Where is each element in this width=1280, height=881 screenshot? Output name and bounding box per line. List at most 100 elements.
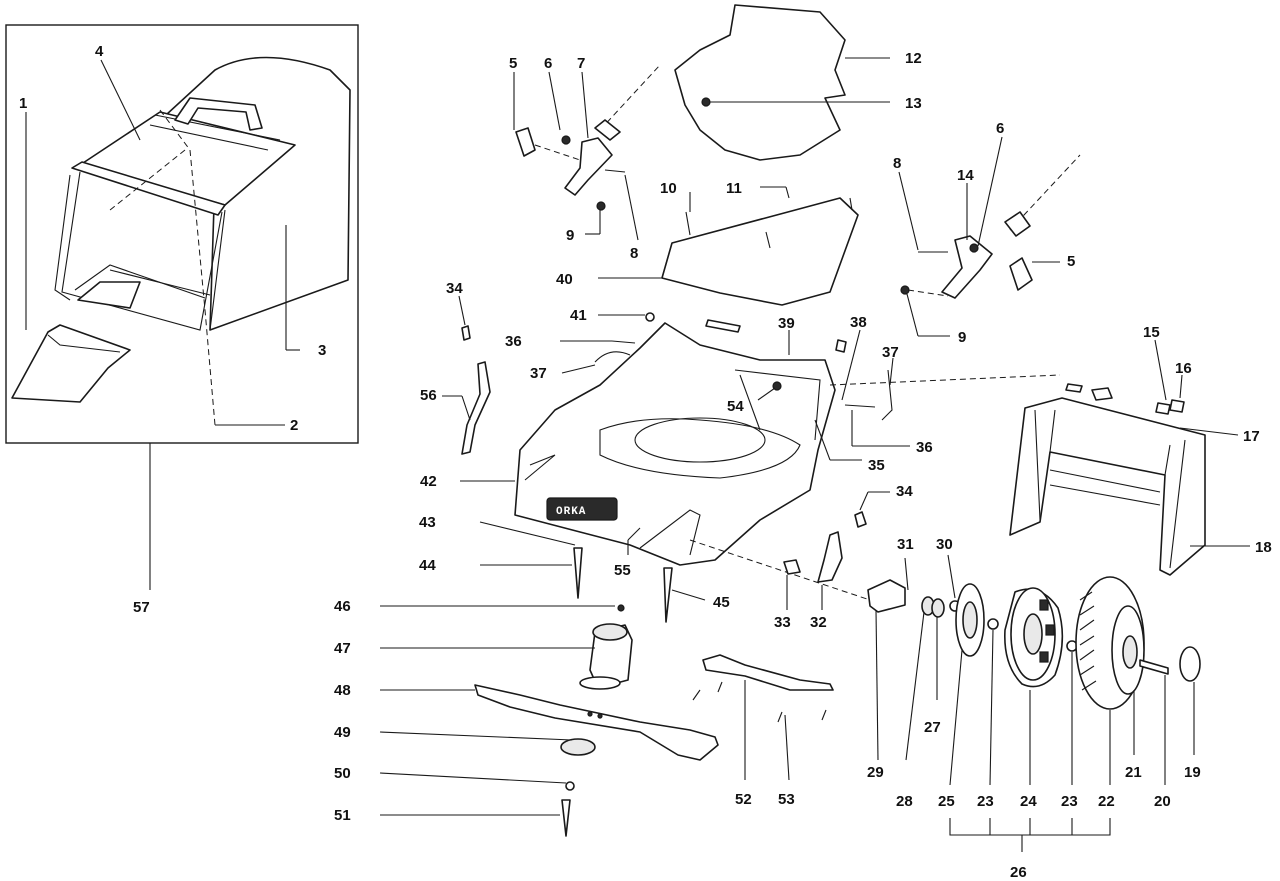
catcher-flap [11,324,131,403]
callout-21: 21 [1125,764,1142,781]
callout-8-right: 8 [893,155,901,172]
callout-22: 22 [1098,793,1115,810]
callout-3: 3 [318,342,326,359]
top-cover [661,197,859,306]
handle-bracket-right [941,235,993,299]
control-box-assembly: 12 13 5 6 7 8 9 10 11 40 [509,4,1081,346]
axle-bracket [867,579,906,613]
callout-13: 13 [905,95,922,112]
callout-6: 6 [544,55,552,72]
callout-4: 4 [95,43,104,60]
callout-10: 10 [660,180,677,197]
callout-37-right: 37 [882,344,899,361]
callout-39: 39 [778,315,795,332]
callout-17: 17 [1243,428,1260,445]
callout-11: 11 [726,180,742,197]
blade-assembly: 43 44 45 46 47 48 49 50 51 [334,514,730,837]
callout-31: 31 [897,536,914,553]
callout-43: 43 [419,514,436,531]
height-adjuster-left [461,361,491,455]
callout-51: 51 [334,807,351,824]
callout-32: 32 [810,614,827,631]
callout-42: 42 [420,473,437,490]
callout-34: 34 [446,280,463,297]
callout-20: 20 [1154,793,1171,810]
handle-bracket-left [564,137,613,196]
wheel-assembly: 29 31 28 27 30 25 23 24 23 [867,536,1201,881]
callout-50: 50 [334,765,351,782]
callout-23-right: 23 [1061,793,1078,810]
callout-36-right: 36 [916,439,933,456]
hinge-rod [705,319,741,333]
callout-56: 56 [420,387,437,404]
callout-40: 40 [556,271,573,288]
callout-49: 49 [334,724,351,741]
callout-47: 47 [334,640,351,657]
baffle-plate: 52 53 [692,654,834,808]
height-adjuster-right [817,531,843,583]
right-handle-tube [1004,211,1031,237]
grass-catcher-inset: 1 4 3 2 57 [5,24,359,616]
callout-25: 25 [938,793,955,810]
blade-adapter [589,624,633,689]
handle-knob-right [1009,257,1033,291]
callout-48: 48 [334,682,351,699]
callout-12: 12 [905,50,922,67]
catcher-rim [71,161,226,216]
deck-bolt-45 [663,567,673,623]
callout-29: 29 [867,764,884,781]
callout-9: 9 [566,227,574,244]
callout-5: 5 [509,55,517,72]
callout-37: 37 [530,365,547,382]
callout-45: 45 [713,594,730,611]
callout-27: 27 [924,719,941,736]
hub-cap [1179,646,1201,682]
callout-54: 54 [727,398,744,415]
callout-55: 55 [614,562,631,579]
callout-35: 35 [868,457,885,474]
mower-deck [514,322,836,566]
blade-bolt [561,799,571,837]
callout-26: 26 [1010,864,1027,881]
rear-guard-assembly: 15 16 17 18 [1009,324,1272,576]
handle-knob-left [515,127,536,157]
callout-6-right: 6 [996,120,1004,137]
callout-7: 7 [577,55,585,72]
left-handle-tube [594,119,621,141]
callout-23: 23 [977,793,994,810]
callout-53: 53 [778,791,795,808]
callout-1: 1 [19,95,27,112]
callout-36: 36 [505,333,522,350]
callout-34-right: 34 [896,483,913,500]
callout-18: 18 [1255,539,1272,556]
callout-57: 57 [133,599,150,616]
catcher-base [77,281,141,309]
callout-16: 16 [1175,360,1192,377]
mower-deck-assembly: ORKA 41 39 36 37 38 37 36 54 35 42 55 [420,307,1061,601]
callout-41: 41 [570,307,587,324]
callout-8: 8 [630,245,638,262]
callout-46: 46 [334,598,351,615]
callout-14: 14 [957,167,974,184]
deck-bolt-44 [573,547,583,599]
callout-38: 38 [850,314,867,331]
mower-blade [474,684,719,761]
callout-24: 24 [1020,793,1037,810]
deck-brand-plate [546,497,618,521]
callout-15: 15 [1143,324,1160,341]
callout-2: 2 [290,417,298,434]
callout-52: 52 [735,791,752,808]
callout-44: 44 [419,557,436,574]
callout-30: 30 [936,536,953,553]
height-adjusters: 34 56 34 32 33 [420,280,913,631]
engine-cover [674,4,846,161]
callout-9-right: 9 [958,329,966,346]
callout-5-right: 5 [1067,253,1075,270]
callout-33: 33 [774,614,791,631]
deck-brand-plate-text: ORKA [556,506,586,518]
baffle [702,654,834,691]
rear-guard [1009,397,1206,576]
callout-19: 19 [1184,764,1201,781]
catcher-handle [174,97,263,131]
